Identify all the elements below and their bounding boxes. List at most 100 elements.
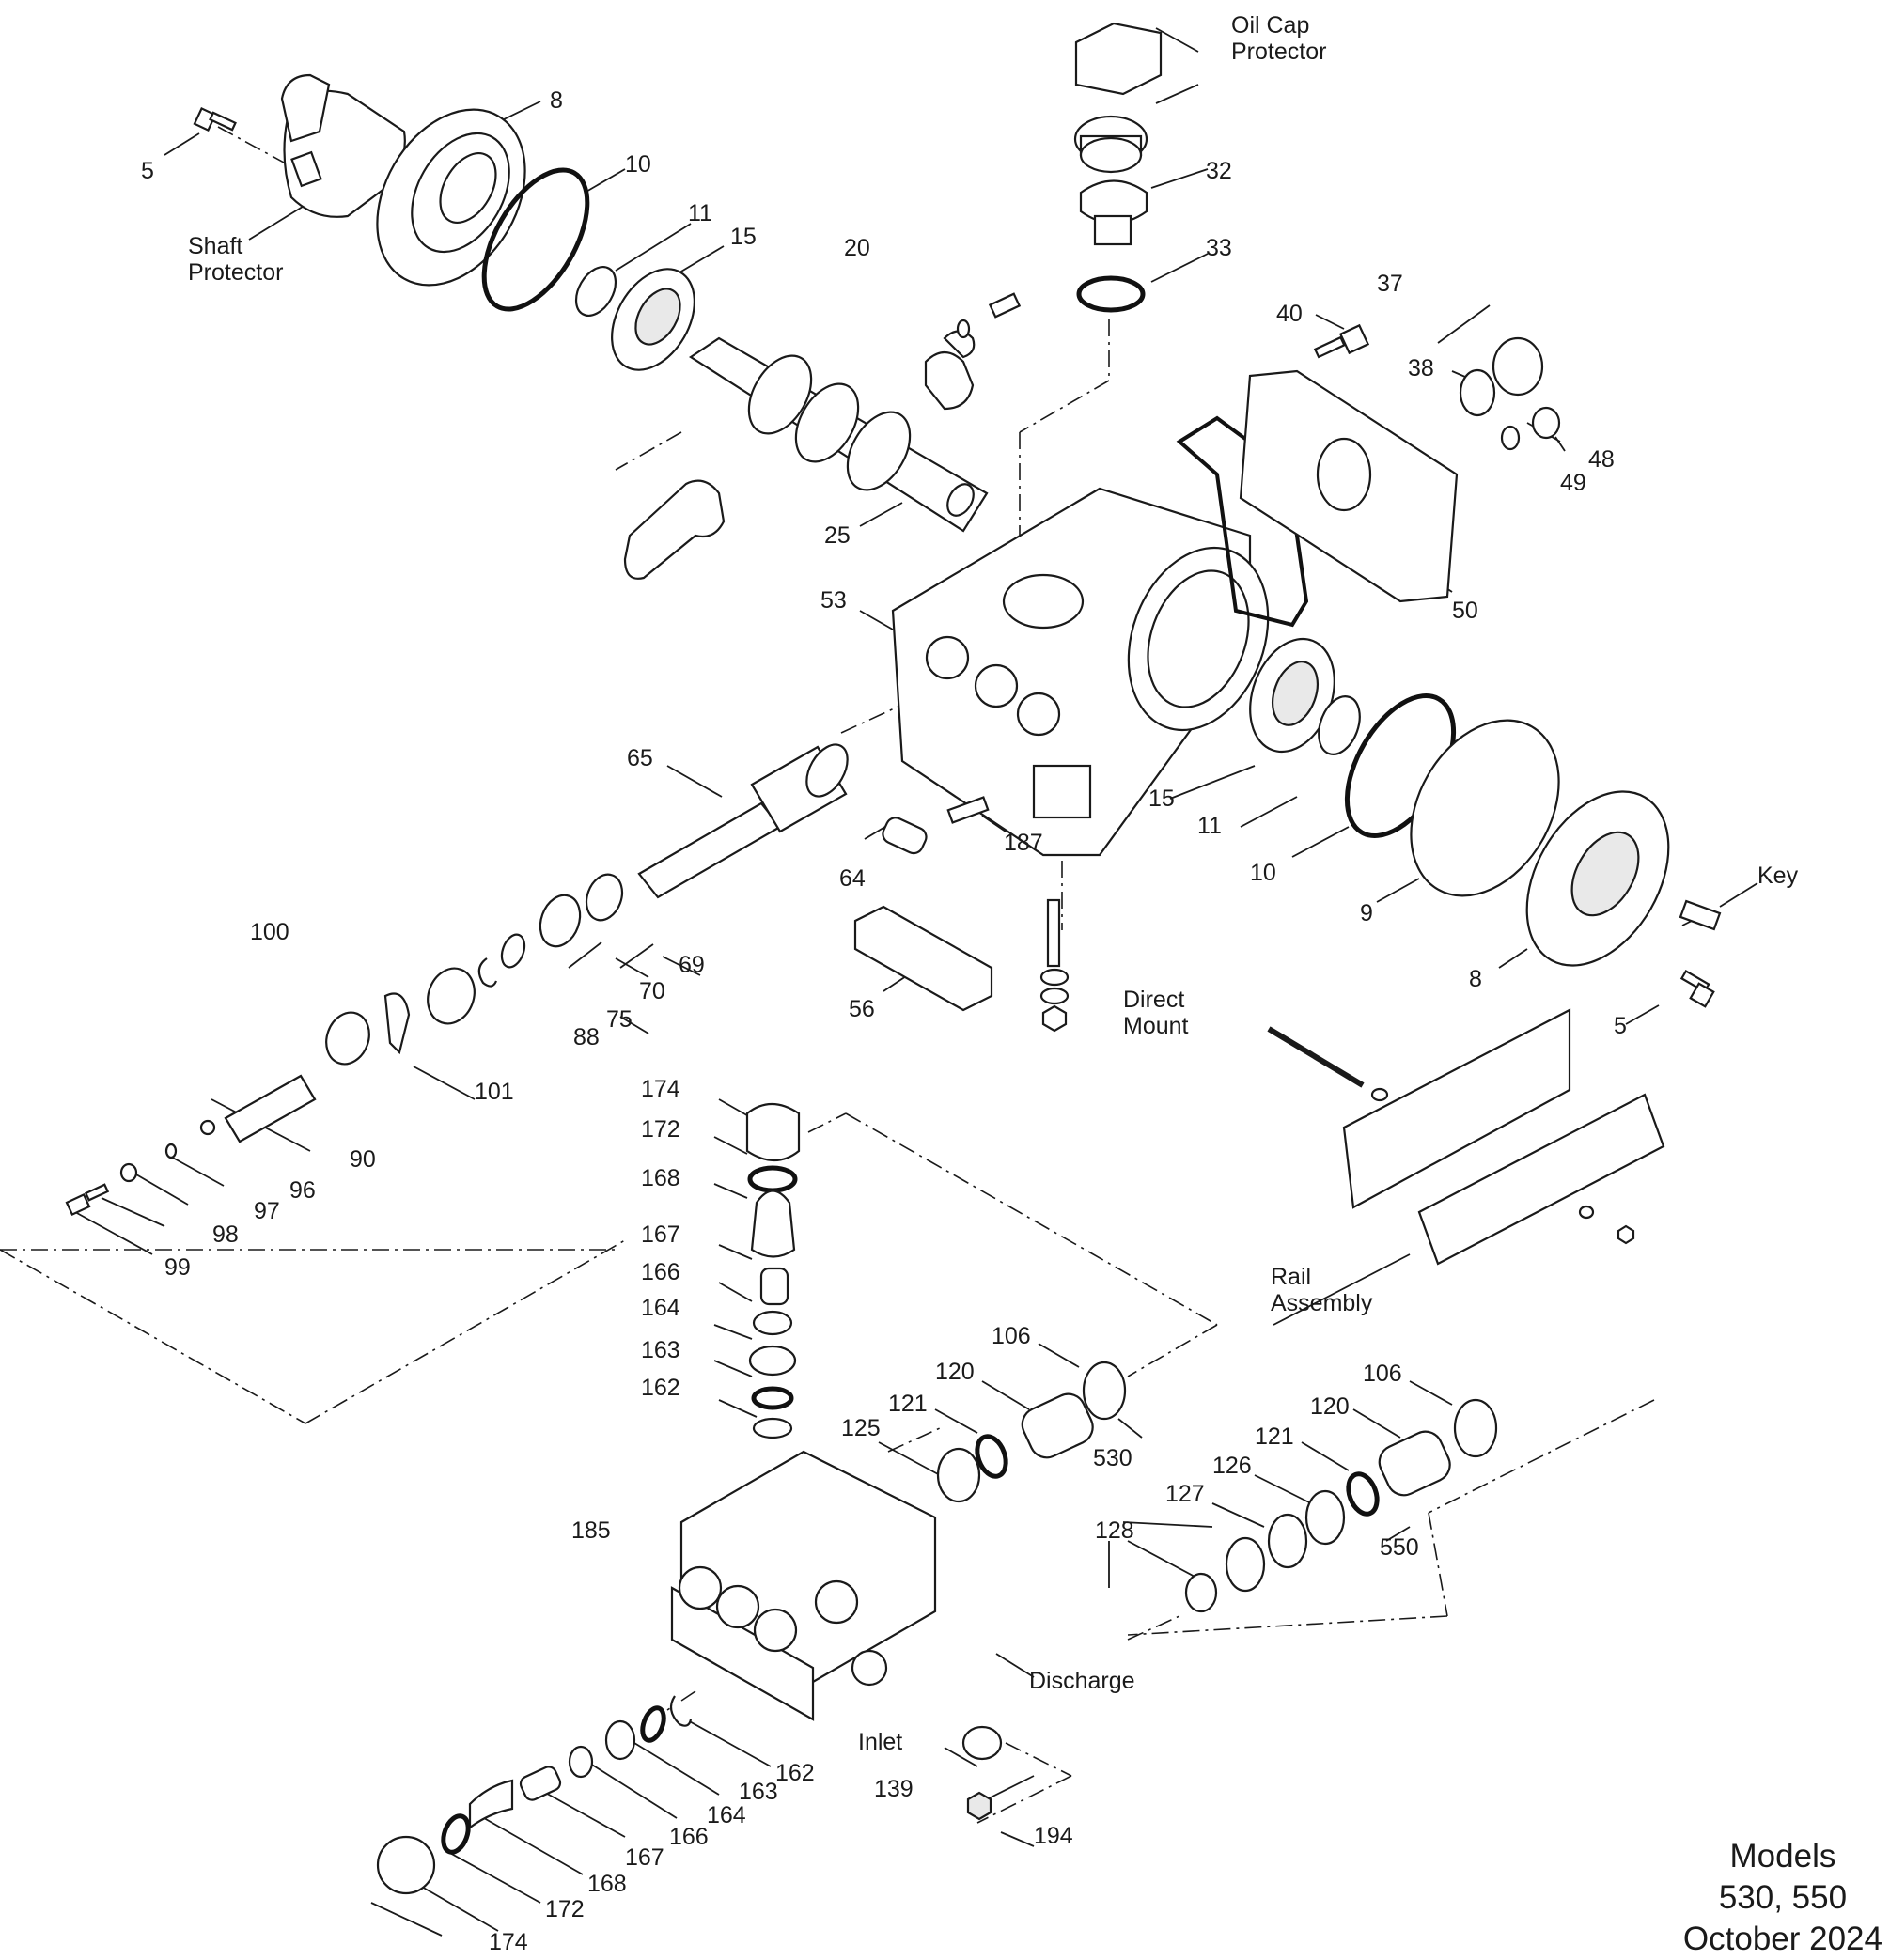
label-8-right: 8 [1469,966,1482,992]
label-172-bottom: 172 [545,1896,585,1922]
label-oil-cap-1: Oil Cap [1231,12,1309,39]
crankshaft-25 [688,336,989,533]
label-121-top: 121 [888,1391,928,1417]
label-65: 65 [627,745,653,771]
label-11-right: 11 [1197,813,1222,839]
label-15-top: 15 [730,224,757,250]
bearing-15-top [611,268,695,371]
discharge-valve-stack [745,1102,801,1439]
plunger-tube-90 [224,1074,317,1143]
label-11-top: 11 [688,200,712,226]
gasket-50-outline [1176,415,1309,628]
washer-98 [119,1162,138,1183]
label-162-top: 162 [641,1375,680,1401]
label-139: 139 [874,1776,914,1802]
label-168-top: 168 [641,1165,680,1191]
label-187: 187 [1004,830,1043,856]
o-ring-33 [1076,275,1146,313]
label-164-bottom: 164 [707,1802,746,1828]
label-9: 9 [1360,900,1373,926]
label-69: 69 [679,952,705,978]
label-8-top: 8 [550,87,563,114]
label-121-right: 121 [1255,1423,1294,1450]
manifold-185 [670,1450,937,1721]
models-numbers: 530, 550 [1718,1879,1848,1916]
right-cover-8 [1525,790,1670,967]
label-75: 75 [606,1006,633,1033]
label-33: 33 [1206,235,1232,261]
label-88: 88 [573,1024,600,1050]
label-direct-mount-1: Direct [1123,987,1184,1013]
label-166-bottom: 166 [669,1824,709,1850]
label-185: 185 [571,1517,611,1544]
ring-97 [164,1143,178,1159]
label-rail-1: Rail [1271,1264,1311,1290]
label-128: 128 [1095,1517,1134,1544]
label-127: 127 [1165,1481,1205,1507]
stud-187 [946,796,990,824]
rail-assembly [1267,1008,1665,1266]
label-120-top: 120 [935,1359,975,1385]
label-53: 53 [820,587,847,614]
label-discharge: Discharge [1029,1668,1135,1694]
label-174-top: 174 [641,1076,680,1102]
plunger-65 [637,743,849,899]
plug-194 [966,1791,992,1821]
label-163-bottom: 163 [739,1779,778,1805]
models-footer: Models 530, 550 October 2024 [1683,1836,1882,1960]
keeper-101 [383,992,411,1055]
label-40: 40 [1276,301,1303,327]
label-100: 100 [250,919,289,945]
label-106-right: 106 [1363,1361,1402,1387]
label-166-top: 166 [641,1259,680,1285]
seal-70 [539,894,582,948]
label-key: Key [1757,863,1799,889]
bearing-cover-8-top [376,108,526,287]
label-56: 56 [849,996,875,1022]
oil-tray-56 [853,905,993,1012]
label-shaft-protector-1: Shaft [188,233,242,259]
ring-11-top [574,266,617,317]
label-98: 98 [212,1221,239,1248]
label-5-top: 5 [141,158,154,184]
label-direct-mount-2: Mount [1123,1013,1189,1039]
label-50: 50 [1452,598,1478,624]
label-163-top: 163 [641,1337,680,1363]
label-120-right: 120 [1310,1393,1350,1420]
inlet-valve-stack [376,1695,693,1895]
washer-69 [585,873,624,922]
seal-kit-550 [1184,1398,1498,1613]
right-seal-11 [1318,695,1361,755]
label-164-top: 164 [641,1295,680,1321]
oil-cap-protector [1073,22,1163,174]
rear-cover-50 [1239,369,1459,603]
label-162-bottom: 162 [775,1760,815,1786]
revision-date: October 2024 [1682,1921,1882,1957]
washer-96 [199,1119,216,1136]
plug-139 [961,1725,1003,1761]
label-96: 96 [289,1177,316,1204]
label-10-right: 10 [1250,860,1276,886]
washer-75 [500,933,526,969]
label-550: 550 [1380,1534,1419,1561]
crankcase-53 [891,487,1270,857]
label-167-top: 167 [641,1221,680,1248]
direct-mount-hardware [1039,898,1070,1033]
label-49: 49 [1560,470,1586,496]
bolt-5-top [193,107,237,132]
connecting-rod-20 [623,292,1022,580]
label-37: 37 [1377,271,1403,297]
label-25: 25 [824,522,851,549]
models-heading: Models [1729,1838,1836,1874]
oil-cap-32 [1079,179,1148,246]
label-167-bottom: 167 [625,1844,664,1871]
shaft-protector-part [280,73,406,218]
label-90: 90 [350,1146,376,1173]
right-bearing-15 [1249,637,1335,754]
label-530: 530 [1093,1445,1132,1471]
pin-64 [882,817,928,855]
label-20: 20 [844,235,870,261]
label-97: 97 [254,1198,280,1224]
label-174-bottom: 174 [489,1929,528,1955]
